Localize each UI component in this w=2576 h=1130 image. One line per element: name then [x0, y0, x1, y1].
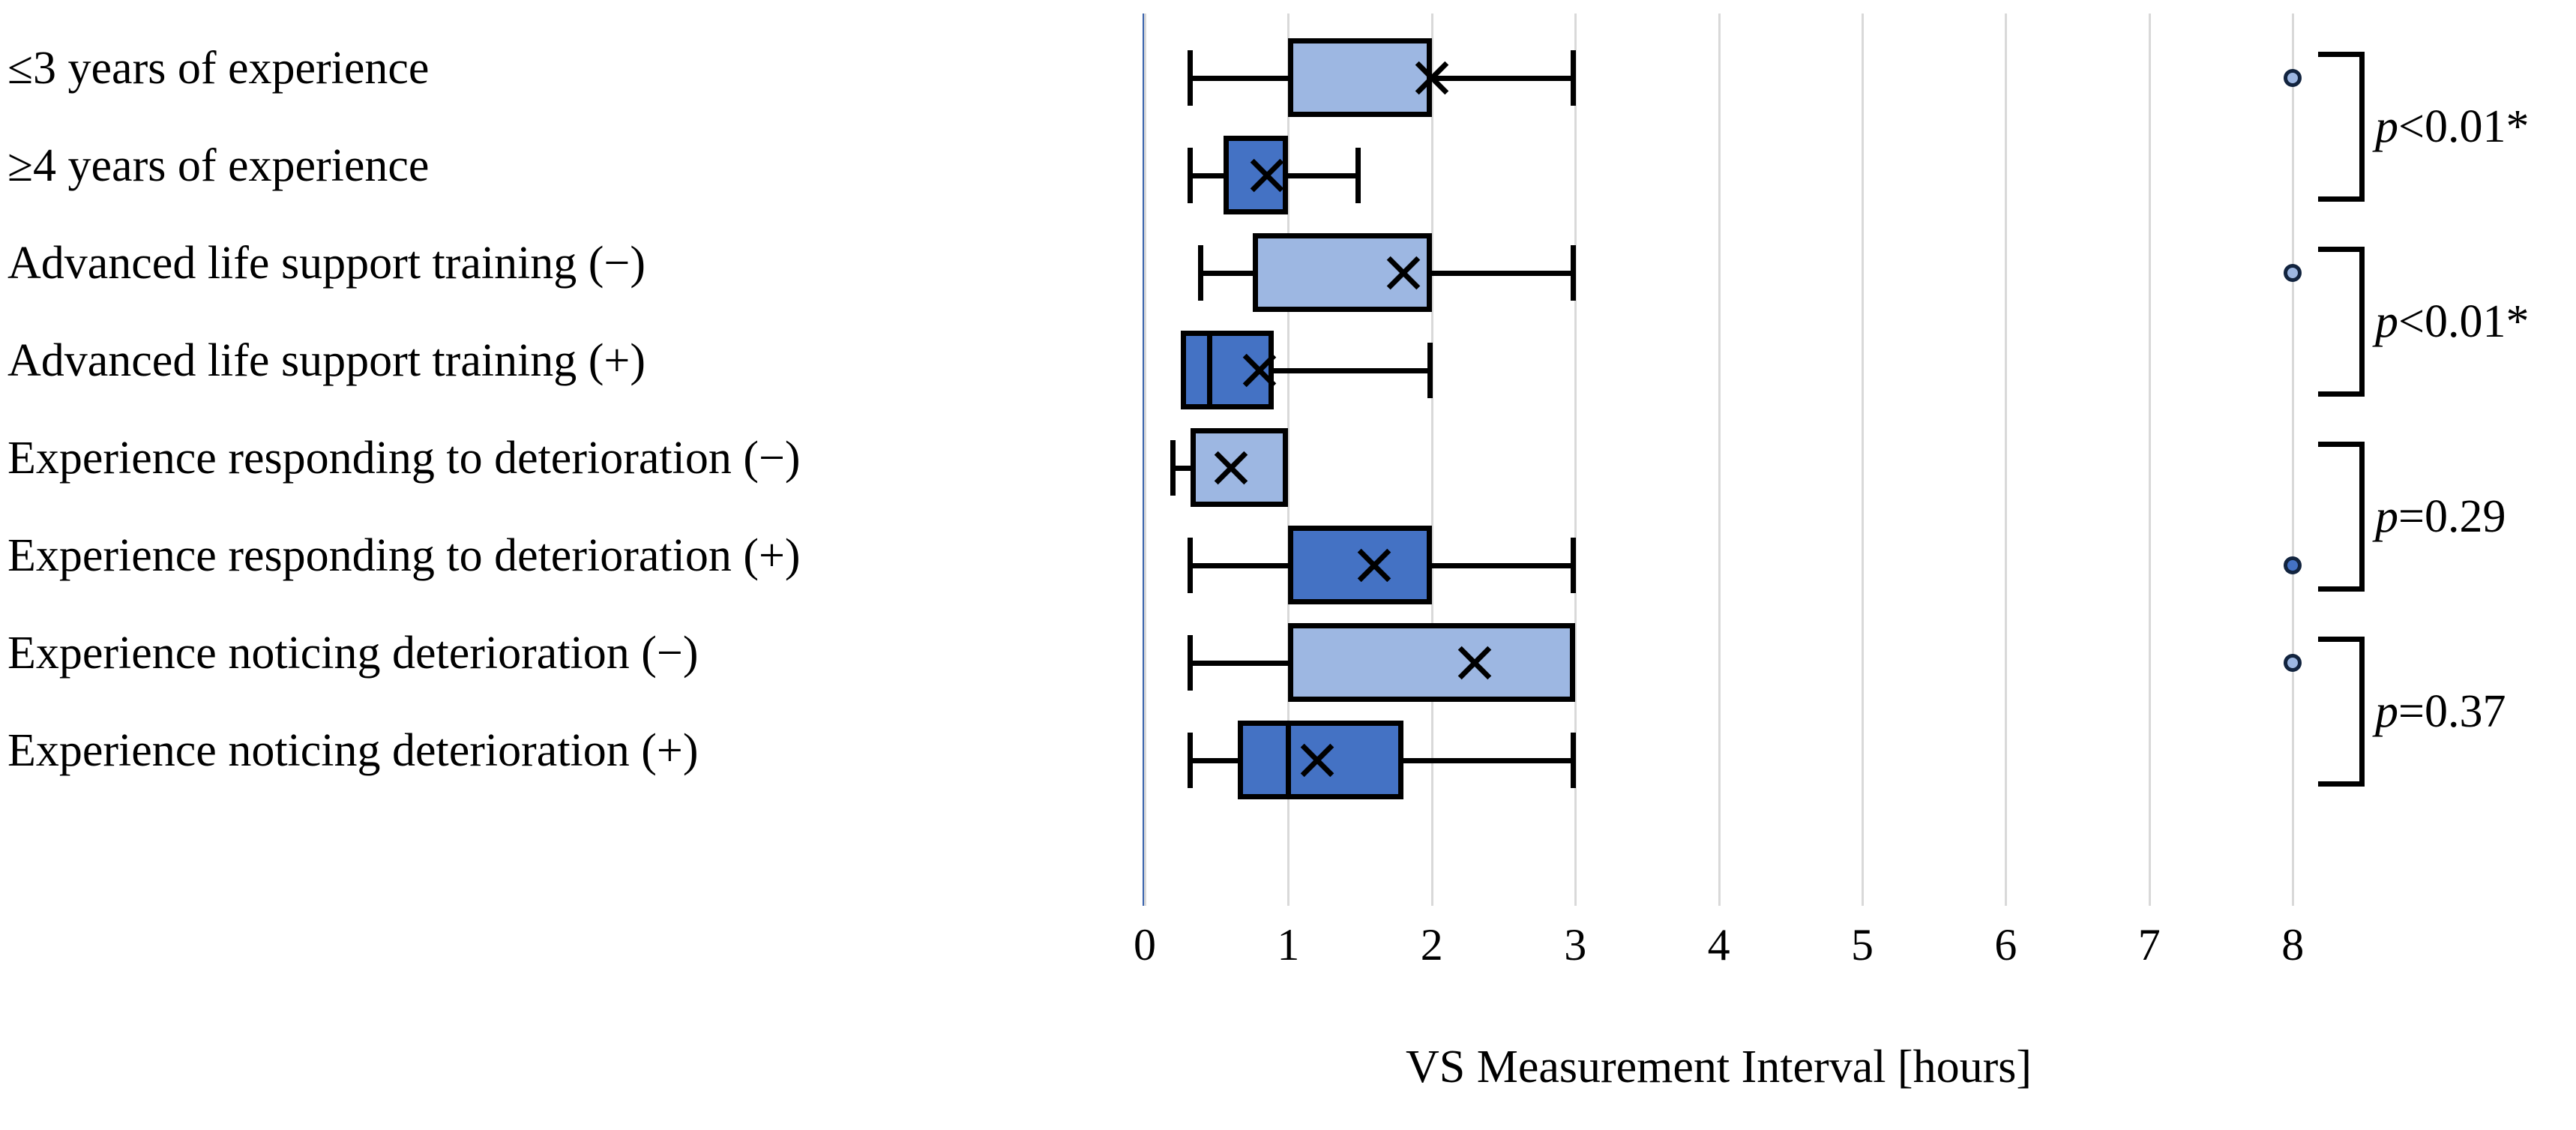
- x-tick-label-2: 2: [1420, 920, 1443, 970]
- x-tick-label-3: 3: [1564, 920, 1587, 970]
- mean-marker-x: [1353, 544, 1395, 586]
- whisker-low-cap: [1188, 732, 1194, 788]
- whisker-high-line: [1403, 757, 1576, 763]
- significance-bracket-0: [2318, 51, 2365, 202]
- bracket-top-arm: [2318, 441, 2365, 447]
- category-label-0: ≤3 years of experience: [7, 43, 430, 94]
- mean-marker-x: [1239, 349, 1281, 391]
- bracket-stem: [2359, 636, 2365, 787]
- bracket-stem: [2359, 441, 2365, 592]
- gridline-7: [2148, 13, 2151, 906]
- whisker-low-cap: [1188, 147, 1194, 203]
- median-line: [1207, 331, 1213, 409]
- whisker-low-cap: [1197, 244, 1203, 301]
- gridline-1: [1287, 13, 1290, 906]
- x-tick-label-8: 8: [2281, 920, 2305, 970]
- category-label-3: Advanced life support training (+): [7, 335, 646, 386]
- bracket-top-arm: [2318, 51, 2365, 57]
- box-rect: [1238, 721, 1403, 799]
- bracket-bottom-arm: [2318, 196, 2365, 202]
- x-tick-label-7: 7: [2137, 920, 2161, 970]
- whisker-low-line: [1188, 75, 1289, 81]
- p-value-label-2: p=0.29: [2375, 490, 2506, 542]
- gridline-2: [1430, 13, 1433, 906]
- whisker-high-line: [1288, 172, 1361, 178]
- whisker-high-cap: [1571, 244, 1577, 301]
- significance-bracket-2: [2318, 441, 2365, 592]
- whisker-high-cap: [1571, 537, 1577, 593]
- whisker-low-line: [1188, 562, 1289, 568]
- mean-marker-x: [1382, 252, 1424, 294]
- outlier-point: [2284, 263, 2302, 282]
- plot-area: [1143, 13, 2302, 906]
- whisker-low-cap: [1188, 49, 1194, 106]
- whisker-high-line: [1431, 562, 1576, 568]
- gridline-8: [2292, 13, 2295, 906]
- whisker-high-line: [1431, 75, 1576, 81]
- x-tick-label-5: 5: [1851, 920, 1874, 970]
- p-value-label-3: p=0.37: [2375, 685, 2506, 737]
- bracket-top-arm: [2318, 246, 2365, 252]
- gridline-4: [1718, 13, 1721, 906]
- whisker-low-cap: [1170, 439, 1176, 496]
- boxplot-series: [1145, 13, 2302, 906]
- bracket-bottom-arm: [2318, 391, 2365, 397]
- bracket-top-arm: [2318, 636, 2365, 642]
- bracket-stem: [2359, 51, 2365, 202]
- mean-marker-x: [1454, 642, 1496, 684]
- outlier-point: [2284, 653, 2302, 672]
- x-tick-label-0: 0: [1134, 920, 1156, 970]
- whisker-low-line: [1188, 660, 1289, 666]
- p-value-label-1: p<0.01*: [2375, 295, 2530, 347]
- gridline-6: [2005, 13, 2008, 906]
- mean-marker-x: [1246, 154, 1288, 196]
- category-label-5: Experience responding to deterioration (…: [7, 530, 801, 581]
- category-label-2: Advanced life support training (−): [7, 238, 646, 289]
- whisker-high-cap: [1427, 342, 1433, 398]
- whisker-high-line: [1274, 367, 1432, 373]
- category-label-7: Experience noticing deterioration (+): [7, 725, 699, 776]
- mean-marker-x: [1411, 57, 1453, 99]
- whisker-low-line: [1170, 465, 1191, 471]
- bracket-bottom-arm: [2318, 586, 2365, 592]
- whisker-low-line: [1197, 270, 1253, 276]
- gridline-3: [1574, 13, 1577, 906]
- whisker-low-line: [1188, 757, 1239, 763]
- x-tick-label-4: 4: [1707, 920, 1730, 970]
- whisker-high-line: [1431, 270, 1576, 276]
- category-label-4: Experience responding to deterioration (…: [7, 433, 801, 484]
- x-axis-title: VS Measurement Interval [hours]: [1405, 1042, 2032, 1093]
- box-rect: [1288, 623, 1576, 702]
- gridline-0: [1144, 13, 1146, 906]
- box-rect: [1288, 38, 1432, 117]
- outlier-point: [2284, 556, 2302, 574]
- gridline-5: [1862, 13, 1864, 906]
- whisker-low-cap: [1188, 537, 1194, 593]
- significance-bracket-1: [2318, 246, 2365, 397]
- mean-marker-x: [1296, 739, 1338, 781]
- p-value-label-0: p<0.01*: [2375, 100, 2530, 152]
- whisker-high-cap: [1355, 147, 1361, 203]
- x-tick-label-6: 6: [1994, 920, 2017, 970]
- x-tick-label-1: 1: [1277, 920, 1300, 970]
- median-line: [1286, 721, 1292, 799]
- significance-bracket-3: [2318, 636, 2365, 787]
- bracket-stem: [2359, 246, 2365, 397]
- category-label-1: ≥4 years of experience: [7, 140, 430, 191]
- outlier-point: [2284, 68, 2302, 87]
- category-label-6: Experience noticing deterioration (−): [7, 628, 699, 679]
- whisker-low-line: [1188, 172, 1224, 178]
- whisker-high-cap: [1571, 732, 1577, 788]
- whisker-high-cap: [1571, 49, 1577, 106]
- bracket-bottom-arm: [2318, 781, 2365, 787]
- whisker-low-cap: [1188, 634, 1194, 691]
- mean-marker-x: [1210, 447, 1252, 489]
